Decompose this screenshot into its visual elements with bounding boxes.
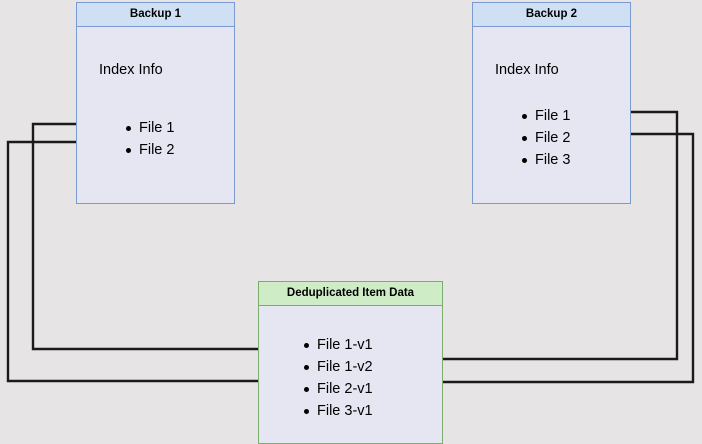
node-backup-1-title: Backup 1 [77, 3, 234, 27]
node-backup-1[interactable]: Backup 1 Index Info File 1 File 2 [76, 2, 235, 204]
node-backup-2-body: Index Info File 1 File 2 File 3 [473, 27, 630, 203]
list-item[interactable]: File 1 [123, 117, 174, 139]
node-backup-2[interactable]: Backup 2 Index Info File 1 File 2 File 3 [472, 2, 631, 204]
node-deduplicated-item-data-title: Deduplicated Item Data [259, 282, 442, 306]
node-backup-1-body: Index Info File 1 File 2 [77, 27, 234, 203]
list-item[interactable]: File 1-v2 [301, 356, 373, 378]
node-deduplicated-item-data-body: File 1-v1 File 1-v2 File 2-v1 File 3-v1 [259, 306, 442, 443]
node-backup-1-file-list: File 1 File 2 [123, 117, 174, 161]
list-item[interactable]: File 3 [519, 149, 570, 171]
list-item[interactable]: File 3-v1 [301, 400, 373, 422]
list-item[interactable]: File 1 [519, 105, 570, 127]
list-item[interactable]: File 2 [519, 127, 570, 149]
node-backup-2-index-label: Index Info [495, 62, 559, 78]
node-backup-2-title: Backup 2 [473, 3, 630, 27]
list-item[interactable]: File 2 [123, 139, 174, 161]
list-item[interactable]: File 1-v1 [301, 334, 373, 356]
node-backup-2-file-list: File 1 File 2 File 3 [519, 105, 570, 171]
list-item[interactable]: File 2-v1 [301, 378, 373, 400]
node-deduplicated-item-data[interactable]: Deduplicated Item Data File 1-v1 File 1-… [258, 281, 443, 444]
node-deduplicated-file-list: File 1-v1 File 1-v2 File 2-v1 File 3-v1 [301, 334, 373, 422]
node-backup-1-index-label: Index Info [99, 62, 163, 78]
